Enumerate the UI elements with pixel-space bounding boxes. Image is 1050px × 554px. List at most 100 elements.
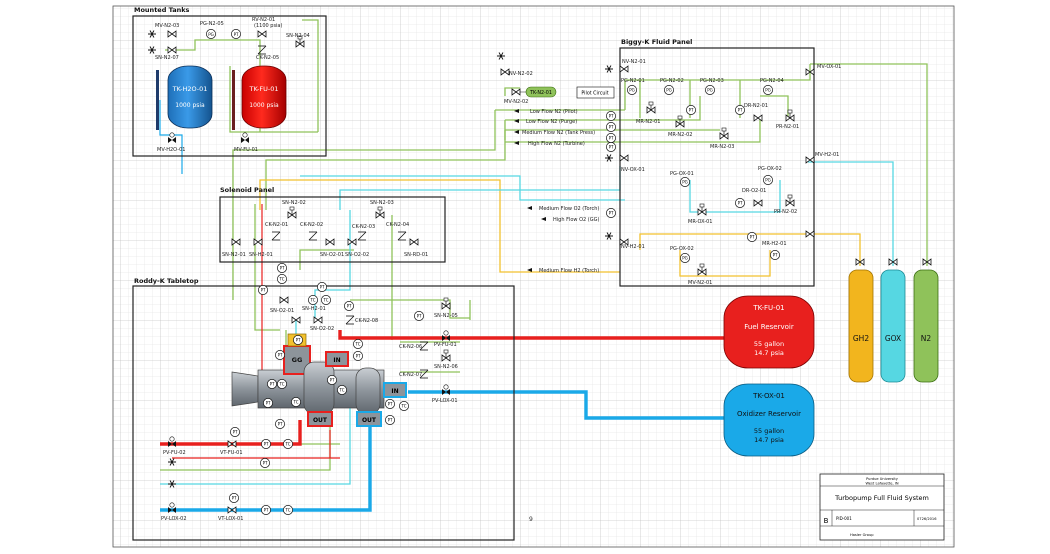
svg-text:Low Flow N2 (Pilot): Low Flow N2 (Pilot) [530, 109, 578, 115]
svg-text:14.7 psia: 14.7 psia [754, 436, 784, 444]
svg-text:55 gallon: 55 gallon [754, 340, 784, 348]
page-number: 9 [529, 516, 533, 523]
svg-text:MV-N2-01: MV-N2-01 [688, 280, 712, 286]
svg-text:Hasler Group: Hasler Group [850, 533, 874, 537]
svg-text:PT: PT [609, 136, 614, 141]
svg-text:PG: PG [682, 256, 688, 261]
svg-text:MR-OX-01: MR-OX-01 [688, 219, 713, 225]
svg-text:SN-N2-04: SN-N2-04 [286, 33, 310, 39]
svg-text:PG-N2-02: PG-N2-02 [660, 78, 684, 84]
svg-text:PT: PT [609, 145, 614, 150]
svg-text:CK-N2-06: CK-N2-06 [399, 344, 422, 350]
svg-text:PG: PG [666, 88, 672, 93]
svg-text:SN-N2-06: SN-N2-06 [434, 364, 458, 370]
fuel-reservoir: TK-FU-01 Fuel Reservoir 55 gallon 14.7 p… [723, 295, 815, 369]
svg-text:PG: PG [629, 88, 635, 93]
svg-text:VT-LOX-01: VT-LOX-01 [218, 516, 243, 522]
svg-text:PT: PT [264, 508, 269, 513]
fuel-outlet-label: OUT [313, 417, 328, 424]
title-block: Purdue University West Lafayette, IN Tur… [819, 473, 945, 541]
svg-text:TC: TC [322, 298, 328, 303]
svg-text:PV-LOX-02: PV-LOX-02 [161, 516, 187, 522]
svg-text:SN-H2-01: SN-H2-01 [249, 252, 273, 258]
svg-text:TC: TC [292, 400, 298, 405]
svg-text:PT: PT [280, 266, 285, 271]
svg-text:PT: PT [356, 354, 361, 359]
svg-text:PG-N2-01: PG-N2-01 [621, 78, 645, 84]
svg-text:CK-N2-03: CK-N2-03 [352, 224, 375, 230]
svg-text:PG-OX-01: PG-OX-01 [670, 171, 694, 177]
mounted-tanks-panel [132, 15, 327, 157]
svg-text:PT: PT [234, 32, 239, 37]
svg-text:Purdue University: Purdue University [866, 477, 899, 481]
svg-text:N2: N2 [921, 334, 932, 343]
svg-text:PT: PT [773, 253, 778, 258]
svg-text:RV-N2-01: RV-N2-01 [252, 17, 275, 23]
svg-text:PT: PT [266, 401, 271, 406]
svg-text:PG: PG [765, 88, 771, 93]
svg-text:TK-OX-01: TK-OX-01 [752, 392, 785, 400]
diagram-title: Turbopump Full Fluid System [834, 494, 929, 502]
svg-text:PT: PT [261, 288, 266, 293]
svg-text:MV-N2-02: MV-N2-02 [504, 99, 528, 105]
bottle-gh2: GH2 [848, 269, 874, 383]
svg-text:PT: PT [330, 378, 335, 383]
svg-text:SN-N2-02: SN-N2-02 [282, 200, 306, 206]
svg-text:TK-FU-01: TK-FU-01 [752, 304, 784, 312]
svg-text:TC: TC [284, 442, 290, 447]
svg-text:DR-O2-01: DR-O2-01 [742, 188, 766, 194]
svg-text:Fuel Reservoir: Fuel Reservoir [744, 323, 794, 331]
lox-inlet-label: IN [391, 388, 398, 395]
svg-text:TC: TC [284, 508, 290, 513]
svg-text:Medium Flow H2 (Torch): Medium Flow H2 (Torch) [539, 268, 599, 274]
solenoid-components: SN-N2-02 SN-N2-03 CK-N2-01 CK-N2-02 CK-N… [222, 200, 428, 258]
svg-text:PT: PT [750, 235, 755, 240]
svg-text:55 gallon: 55 gallon [754, 427, 784, 435]
svg-text:NV-N2-02: NV-N2-02 [509, 71, 533, 77]
biggy-k-panel [619, 47, 815, 287]
svg-text:PV-LOX-01: PV-LOX-01 [432, 398, 458, 404]
svg-text:PT: PT [609, 114, 614, 119]
svg-text:TC: TC [278, 382, 284, 387]
svg-text:SN-N2-01: SN-N2-01 [222, 252, 246, 258]
solenoid-panel [219, 196, 446, 263]
svg-text:West Lafayette, IN: West Lafayette, IN [865, 482, 898, 486]
svg-text:PID-001: PID-001 [836, 516, 852, 521]
pilot-circuit-label: Pilot Circuit [581, 91, 608, 97]
turbine-exhaust [231, 371, 259, 407]
svg-text:PT: PT [264, 442, 269, 447]
svg-text:B: B [824, 517, 829, 525]
svg-text:PT: PT [296, 338, 301, 343]
svg-text:SN-N2-07: SN-N2-07 [155, 55, 179, 61]
svg-text:SN-H2-01: SN-H2-01 [302, 306, 326, 312]
roddy-k-title: Roddy-K Tabletop [134, 277, 199, 285]
oxidizer-reservoir: TK-OX-01 Oxidizer Reservoir 55 gallon 14… [723, 383, 815, 457]
lox-outlet-label: OUT [362, 417, 377, 424]
svg-text:Oxidizer Reservoir: Oxidizer Reservoir [737, 410, 801, 418]
svg-text:PT: PT [233, 430, 238, 435]
svg-text:Medium Flow O2 (Torch): Medium Flow O2 (Torch) [539, 206, 599, 212]
svg-text:MV-H2O-01: MV-H2O-01 [157, 147, 185, 153]
gas-generator-label: GG [292, 356, 303, 364]
mounted-tanks-components: TK-H2O-01 1000 psia TK-FU-01 1000 psia P… [147, 17, 310, 153]
svg-text:MV-FU-01: MV-FU-01 [234, 147, 258, 153]
svg-text:Medium Flow N2 (Tank Press): Medium Flow N2 (Tank Press) [522, 130, 595, 136]
tank-h2o-pressure: 1000 psia [175, 102, 205, 109]
pilot-circuit-area: NV-N2-02 MV-N2-02 TK-N2-01 Pilot Circuit [496, 52, 615, 105]
svg-text:PT: PT [388, 402, 393, 407]
svg-text:NV-N2-01: NV-N2-01 [622, 59, 646, 65]
svg-text:MR-N2-01: MR-N2-01 [636, 119, 660, 125]
svg-text:PT: PT [232, 496, 237, 501]
svg-text:0726/2016: 0726/2016 [917, 517, 937, 521]
svg-text:GH2: GH2 [853, 334, 869, 343]
svg-text:PG: PG [765, 178, 771, 183]
svg-text:SN-O2-01: SN-O2-01 [270, 308, 294, 314]
svg-text:TC: TC [354, 342, 360, 347]
svg-text:VT-FU-01: VT-FU-01 [220, 450, 243, 456]
svg-text:TC: TC [400, 404, 406, 409]
svg-text:PV-FU-02: PV-FU-02 [163, 450, 186, 456]
svg-text:PT: PT [347, 304, 352, 309]
svg-text:PG: PG [682, 180, 688, 185]
